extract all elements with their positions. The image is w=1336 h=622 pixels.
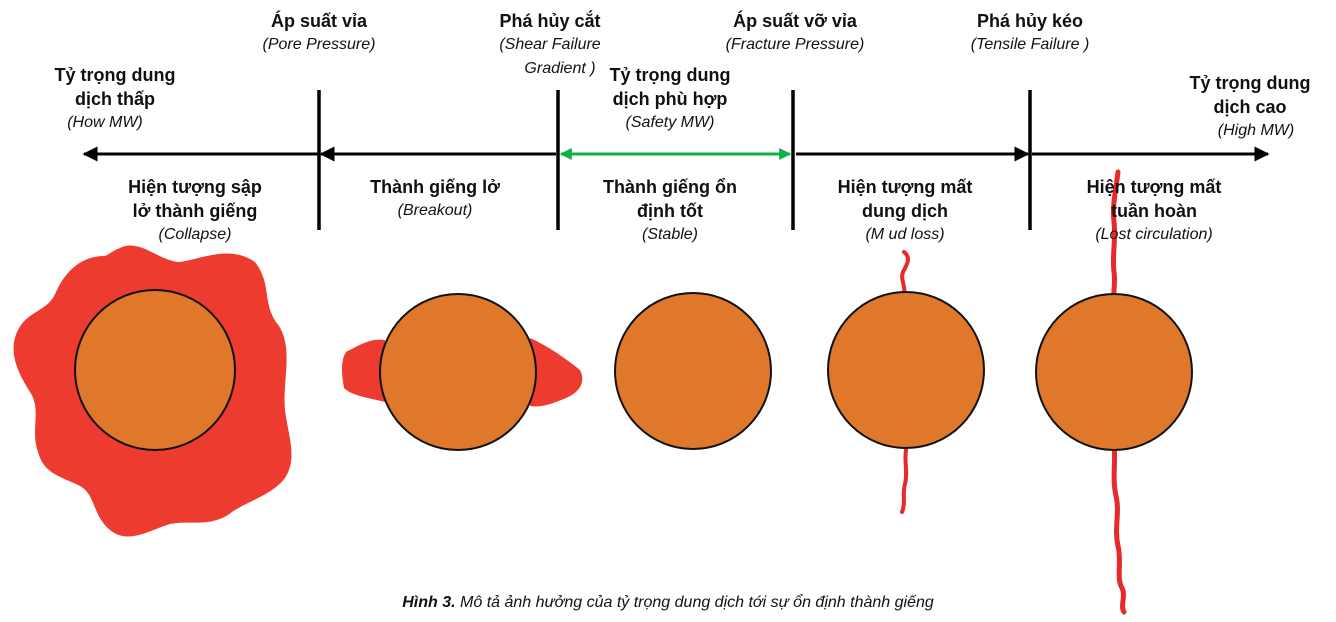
boundary-subtitle-tensile: (Tensile Failure ) <box>970 36 1090 53</box>
figure-caption-label: Hình 3. <box>402 594 456 611</box>
boundary-subtitle-shear-1: (Shear Failure <box>499 36 601 53</box>
boundary-title-pore: Áp suất vỉa <box>270 11 368 31</box>
state-mudloss-1: Hiện tượng mất <box>837 177 973 197</box>
lost-circulation-crack-top <box>1110 169 1121 313</box>
boundary-subtitle-fracture: (Fracture Pressure) <box>725 36 865 53</box>
safe-mw-label-2: dịch phù hợp <box>612 89 728 109</box>
high-mw-label-1: Tỷ trọng dung <box>1189 73 1311 93</box>
lost-circulation-crack-bottom <box>1111 442 1127 615</box>
state-collapse-sub: (Collapse) <box>158 226 232 243</box>
boundary-title-tensile: Phá hủy kéo <box>976 11 1084 31</box>
state-mudloss-sub: (M ud loss) <box>865 226 945 243</box>
boundary-title-shear: Phá hủy cắt <box>499 11 601 31</box>
low-mw-sub: (How MW) <box>67 114 143 131</box>
mudloss-crack-bottom <box>900 448 909 514</box>
collapse-wellbore <box>74 289 236 451</box>
breakout-wing-left <box>342 339 385 402</box>
state-breakout-sub: (Breakout) <box>397 202 473 219</box>
state-collapse-1: Hiện tượng sập <box>128 177 262 197</box>
breakout-wing-right <box>530 338 583 407</box>
breakout-wellbore <box>379 293 537 451</box>
state-mudloss-2: dung dịch <box>862 201 948 221</box>
high-mw-label-2: dịch cao <box>1213 97 1287 117</box>
mudloss-wellbore <box>827 291 985 449</box>
high-mw-sub: (High MW) <box>1217 122 1295 139</box>
low-mw-label-2: dịch thấp <box>75 89 155 109</box>
state-lost-1: Hiện tượng mất <box>1086 177 1222 197</box>
boundary-subtitle-shear-2: Gradient ) <box>524 60 596 77</box>
state-breakout-1: Thành giếng lở <box>370 177 500 197</box>
low-mw-label-1: Tỷ trọng dung <box>54 65 176 85</box>
state-stable-2: định tốt <box>637 201 703 221</box>
stable-wellbore <box>614 292 772 450</box>
lost-circulation-wellbore <box>1035 293 1193 451</box>
state-stable-1: Thành giếng ổn <box>603 177 737 197</box>
figure-caption-text: Mô tả ảnh hưởng của tỷ trọng dung dịch t… <box>455 594 934 611</box>
figure-caption: Hình 3. Mô tả ảnh hưởng của tỷ trọng dun… <box>0 594 1336 612</box>
state-collapse-2: lở thành giếng <box>132 201 258 221</box>
boundary-title-fracture: Áp suất vỡ vỉa <box>733 11 857 31</box>
boundary-subtitle-pore: (Pore Pressure) <box>262 36 376 53</box>
state-lost-sub: (Lost circulation) <box>1095 226 1213 243</box>
safe-mw-label-1: Tỷ trọng dung <box>609 65 731 85</box>
state-stable-sub: (Stable) <box>641 226 699 243</box>
state-lost-2: tuần hoàn <box>1111 201 1197 221</box>
safe-mw-sub: (Safety MW) <box>625 114 715 131</box>
